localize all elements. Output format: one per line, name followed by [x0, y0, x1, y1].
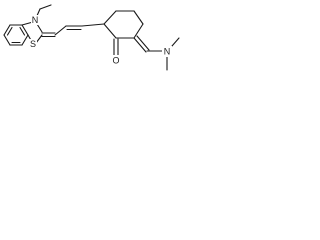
dimethylaminomethylene-group: [133, 35, 180, 71]
bond: [3, 34, 11, 46]
double-bond: [6, 26, 13, 36]
bond: [133, 23, 144, 39]
bond: [39, 4, 52, 10]
bond: [133, 10, 144, 25]
bond: [81, 23, 105, 27]
bond: [21, 34, 29, 46]
bond: [103, 23, 117, 39]
atom-n-amine: N: [164, 46, 171, 56]
bond: [103, 10, 117, 25]
bond: [36, 23, 43, 33]
bond: [21, 24, 29, 36]
chemical-structure-diagram: N S O N: [3, 4, 180, 71]
cyclohexanone-ring: [103, 10, 144, 39]
double-bond: [19, 26, 26, 36]
benzene-ring: [3, 24, 29, 46]
double-bond: [136, 35, 150, 51]
methine-chain: [41, 23, 105, 38]
atom-s: S: [30, 39, 36, 49]
atom-o: O: [112, 55, 119, 65]
atom-labels: N S O N: [29, 15, 172, 66]
bond: [171, 37, 180, 47]
double-bond: [133, 37, 147, 53]
bond: [3, 24, 11, 36]
bond: [54, 25, 67, 36]
carbonyl-group: [113, 38, 119, 57]
atom-n-ring: N: [32, 15, 39, 25]
